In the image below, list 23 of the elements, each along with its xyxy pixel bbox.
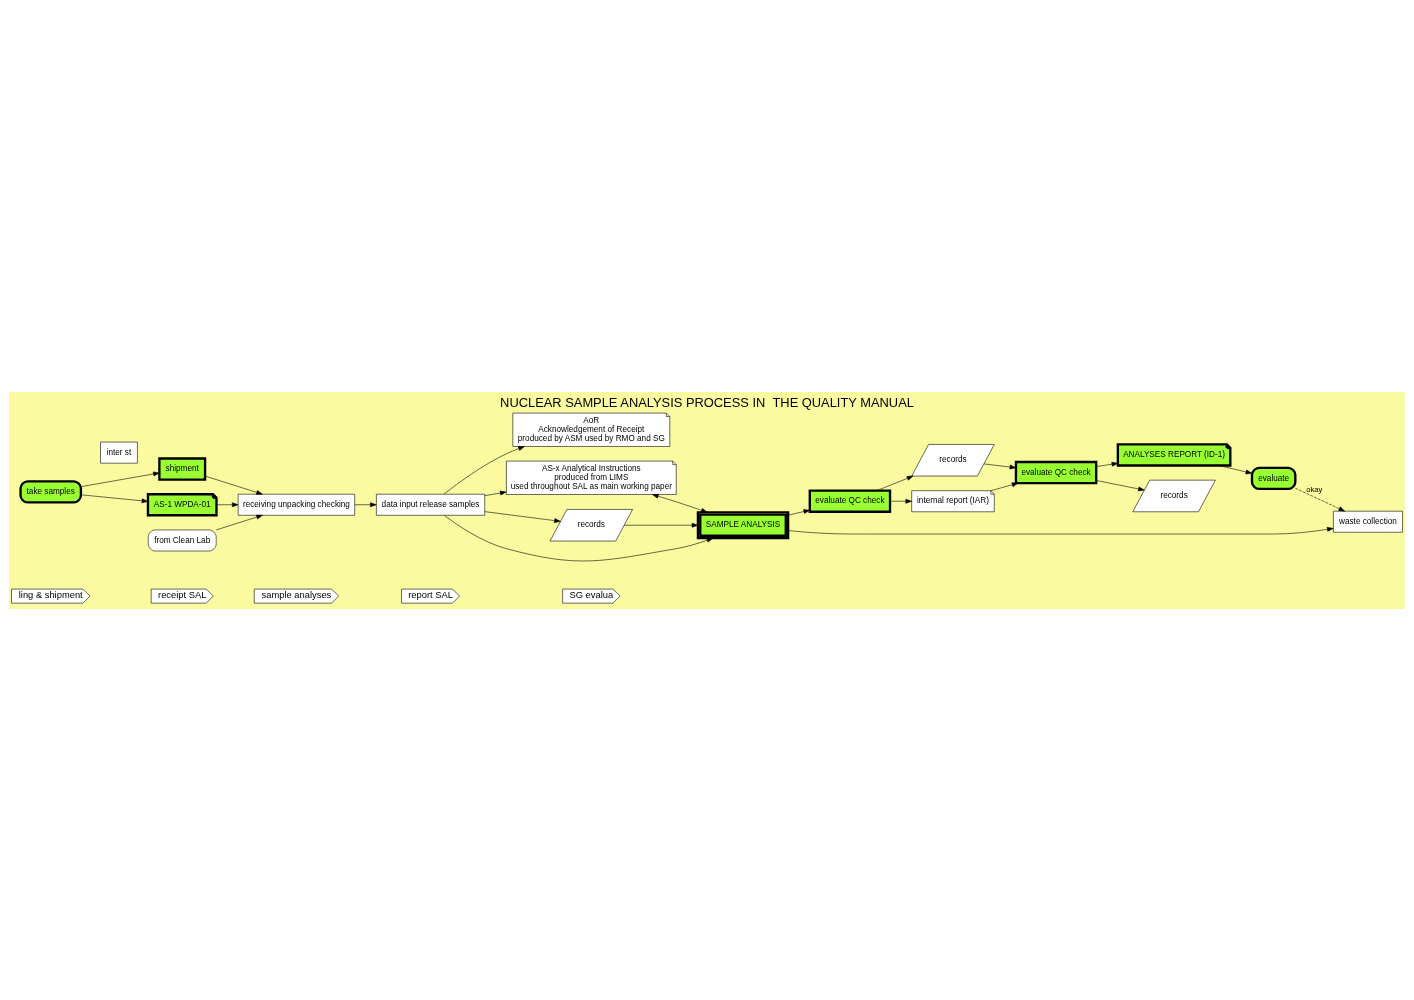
arrow (623, 522, 699, 528)
arrow (1218, 464, 1253, 474)
arrow (80, 494, 149, 503)
arrow (889, 498, 912, 504)
arrow (204, 475, 263, 495)
arrow (354, 501, 377, 507)
arrow (484, 490, 507, 496)
arrow (443, 445, 525, 494)
diagram-title: NUCLEAR SAMPLE ANALYSIS PROCESS IN THE QUALITY MANUAL (500, 394, 914, 410)
arrow (652, 493, 708, 513)
arrow (1095, 461, 1119, 467)
arrow (484, 510, 561, 523)
arrow (1295, 487, 1345, 511)
arrow (876, 475, 914, 491)
arrow (787, 508, 810, 515)
arrow (990, 481, 1019, 491)
arrow (215, 514, 263, 530)
arrow (788, 526, 1334, 534)
arrow (444, 514, 714, 561)
arrow (216, 501, 239, 507)
arrow (80, 471, 160, 487)
arrow (983, 463, 1017, 469)
arrow (1095, 479, 1145, 491)
